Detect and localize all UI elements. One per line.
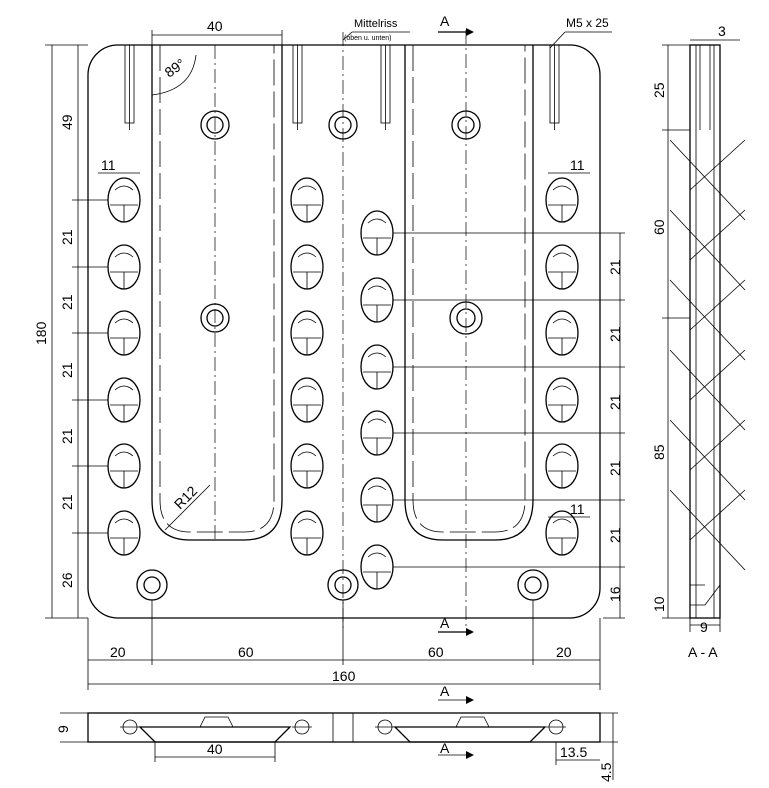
dim-right-2: 21 (607, 394, 623, 410)
dim-side-0: 25 (651, 82, 667, 98)
dim-overall-width: 160 (332, 668, 356, 684)
center-line-sub: (oben u. unten) (344, 35, 391, 42)
section-title: A - A (688, 644, 718, 660)
thread-holes-top (124, 44, 560, 130)
dim-left-5: 21 (59, 494, 75, 510)
slot-right-inner (412, 45, 526, 533)
dim-right-1: 21 (607, 326, 623, 342)
slot-left (151, 45, 283, 541)
radius-label: R12 (171, 482, 201, 512)
dim-bottom-0: 20 (110, 644, 126, 660)
dim-left-2: 21 (59, 294, 75, 310)
dim-side-top: 3 (718, 23, 726, 39)
section-marker-bv-top: A (440, 683, 450, 699)
dim-left-3: 21 (59, 362, 75, 378)
dim-side-2: 85 (651, 444, 667, 460)
dim-left-0: 49 (59, 114, 75, 130)
dim-right-0: 21 (607, 259, 623, 275)
dim-side-1: 60 (651, 219, 667, 235)
dim-bottom-2: 60 (428, 644, 444, 660)
front-view: A A (33, 13, 625, 690)
mounting-holes (136, 110, 549, 601)
dim-bottom-height: 9 (55, 725, 71, 733)
thread-label: M5 x 25 (566, 16, 609, 30)
plate-outline (87, 44, 601, 619)
section-marker-top: A (438, 13, 474, 36)
dim-top-width: 40 (207, 18, 223, 34)
side-view: 3 25 60 85 10 9 A - A (651, 23, 746, 660)
dim-left-1: 21 (59, 229, 75, 245)
dim-right-3: 21 (607, 460, 623, 476)
angle-label: 89° (162, 55, 189, 80)
dim-side-3: 10 (651, 596, 667, 612)
dim-bottom-1: 60 (238, 644, 254, 660)
section-marker-bottom: A (438, 615, 474, 636)
dim-side-thickness: 9 (700, 619, 708, 635)
dim-11-right: 11 (570, 157, 585, 173)
slot-left-inner (159, 45, 275, 533)
dim-bottom-width: 40 (207, 741, 223, 757)
bottom-view: A A 9 40 13.5 4.5 (55, 683, 618, 782)
dim-left-6: 26 (59, 572, 75, 588)
dim-bottom-offset: 13.5 (560, 744, 587, 760)
dim-overall-height: 180 (33, 321, 49, 345)
dim-11-left: 11 (101, 157, 116, 173)
dim-bottom-3: 20 (556, 644, 572, 660)
oval-slots (107, 177, 579, 590)
svg-text:A: A (440, 13, 450, 29)
dim-bottom-thickness: 4.5 (598, 762, 614, 782)
dim-right-4: 21 (607, 527, 623, 543)
center-line-label: Mittelriss (354, 18, 398, 30)
dim-right-5: 16 (607, 586, 623, 602)
slot-right (404, 45, 534, 541)
section-marker-bv-bottom: A (440, 740, 450, 756)
svg-text:A: A (440, 615, 450, 631)
dim-11-bottom-right: 11 (570, 501, 585, 517)
dim-left-4: 21 (59, 428, 75, 444)
